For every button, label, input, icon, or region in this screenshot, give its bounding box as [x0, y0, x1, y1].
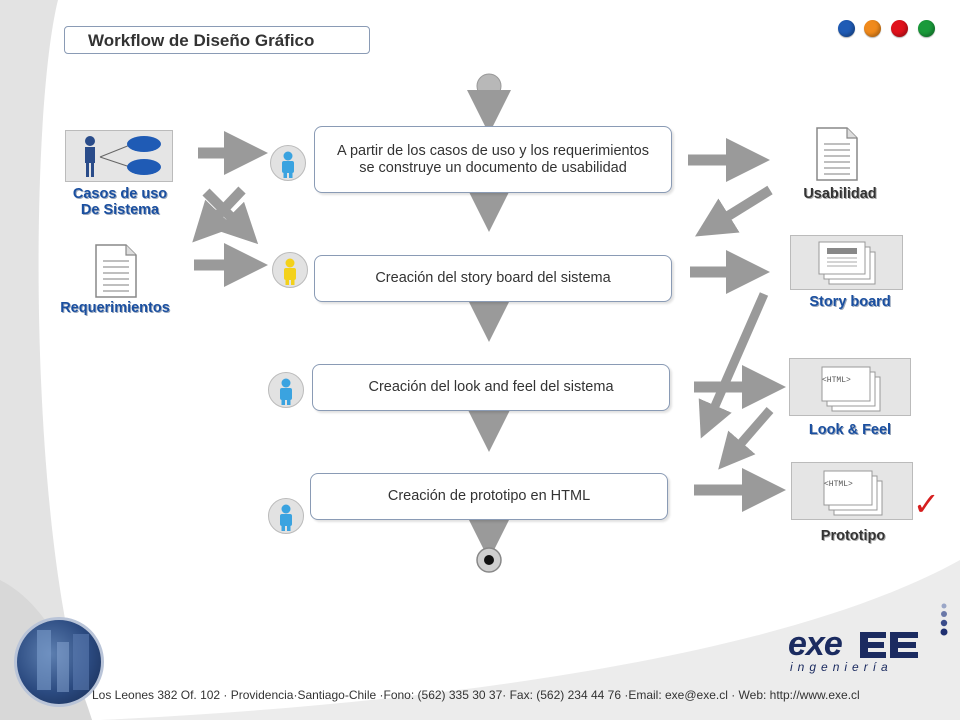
- look-feel-thumbnail: [789, 358, 911, 416]
- prototipo-thumbnail: [791, 462, 913, 520]
- story-board-icon: [818, 241, 876, 285]
- check-mark-icon: ✓: [913, 485, 940, 523]
- label-prototipo: Prototipo: [820, 528, 886, 544]
- usabilidad-document-icon: [816, 127, 858, 181]
- step-look-and-feel: Creación del look and feel del sistema: [312, 364, 670, 411]
- label-requerimientos: Requerimientos: [60, 300, 170, 316]
- logo-mark-icon: [860, 632, 918, 658]
- step-story-board: Creación del story board del sistema: [314, 255, 672, 302]
- label-casos-de-uso: Casos de uso De Sistema: [72, 186, 168, 218]
- actor-icon-1: [270, 145, 306, 181]
- blue-dot: [838, 20, 855, 37]
- dot-strip-decoration: [940, 603, 948, 636]
- red-dot: [891, 20, 908, 37]
- step-prototipo: Creación de prototipo en HTML: [310, 473, 668, 520]
- company-logo: exe ingeniería: [788, 626, 928, 676]
- logo-text-ingenieria: ingeniería: [790, 660, 893, 674]
- corner-photo-circle: [14, 617, 104, 707]
- label-story-board: Story board: [809, 294, 891, 310]
- use-case-diagram-thumbnail: [65, 130, 173, 182]
- prototipo-html-tag: <HTML>: [824, 480, 853, 489]
- start-node: [476, 73, 502, 99]
- look-feel-html-tag: <HTML>: [822, 376, 851, 385]
- green-dot: [918, 20, 935, 37]
- story-board-thumbnail: [790, 235, 903, 290]
- actor-icon-2: [272, 252, 308, 288]
- title-frame: [64, 26, 370, 54]
- orange-dot: [864, 20, 881, 37]
- use-case-icon: [85, 136, 161, 177]
- look-feel-html-icon: [821, 366, 881, 412]
- prototipo-html-icon: [823, 470, 883, 516]
- document-icon: [95, 244, 137, 298]
- step-usabilidad: A partir de los casos de uso y los reque…: [314, 126, 672, 193]
- label-usabilidad: Usabilidad: [803, 186, 877, 202]
- logo-text-exe: exe: [788, 625, 843, 663]
- footer-contact-info: Los Leones 382 Of. 102 · Providencia·San…: [92, 688, 860, 702]
- actor-icon-3: [268, 372, 304, 408]
- page-title: Workflow de Diseño Gráfico: [88, 31, 315, 50]
- label-look-feel: Look & Feel: [808, 422, 892, 438]
- actor-icon-4: [268, 498, 304, 534]
